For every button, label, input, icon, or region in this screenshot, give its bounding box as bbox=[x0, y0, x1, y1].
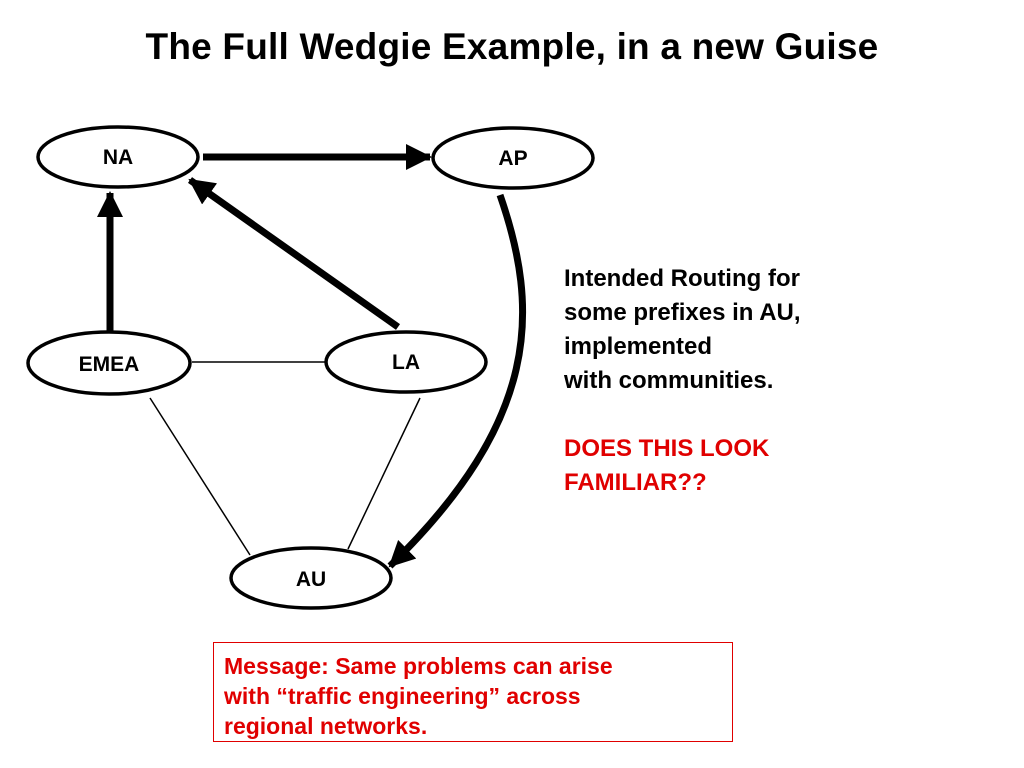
message-line: regional networks. bbox=[224, 713, 428, 739]
slide-title: The Full Wedgie Example, in a new Guise bbox=[145, 26, 879, 67]
node-na: NA bbox=[36, 125, 200, 189]
node-label: EMEA bbox=[79, 353, 140, 376]
description-line: Intended Routing for bbox=[564, 265, 800, 292]
description-line: some prefixes in AU, bbox=[564, 299, 801, 326]
message-line: Message: Same problems can arise bbox=[224, 653, 613, 679]
node-emea: EMEA bbox=[26, 330, 192, 396]
message-box: Message: Same problems can arise with “t… bbox=[213, 642, 733, 742]
node-label: AU bbox=[296, 568, 326, 591]
edge-la-au bbox=[347, 397, 421, 550]
node-la: LA bbox=[324, 330, 488, 394]
description-line: with communities. bbox=[564, 367, 774, 394]
edge-emea-au bbox=[149, 397, 251, 556]
routing-description: Intended Routing for some prefixes in AU… bbox=[564, 262, 984, 500]
message-line: with “traffic engineering” across bbox=[224, 683, 581, 709]
arrow-la-to-na bbox=[187, 177, 401, 330]
node-label: NA bbox=[103, 146, 133, 169]
arrow-ap-to-au bbox=[387, 193, 526, 569]
node-au: AU bbox=[229, 546, 393, 610]
node-label: AP bbox=[498, 147, 527, 170]
node-label: LA bbox=[392, 351, 420, 374]
node-ap: AP bbox=[431, 126, 595, 190]
warning-line: FAMILIAR?? bbox=[564, 469, 707, 496]
warning-line: DOES THIS LOOK bbox=[564, 435, 770, 462]
description-line: implemented bbox=[564, 333, 713, 360]
